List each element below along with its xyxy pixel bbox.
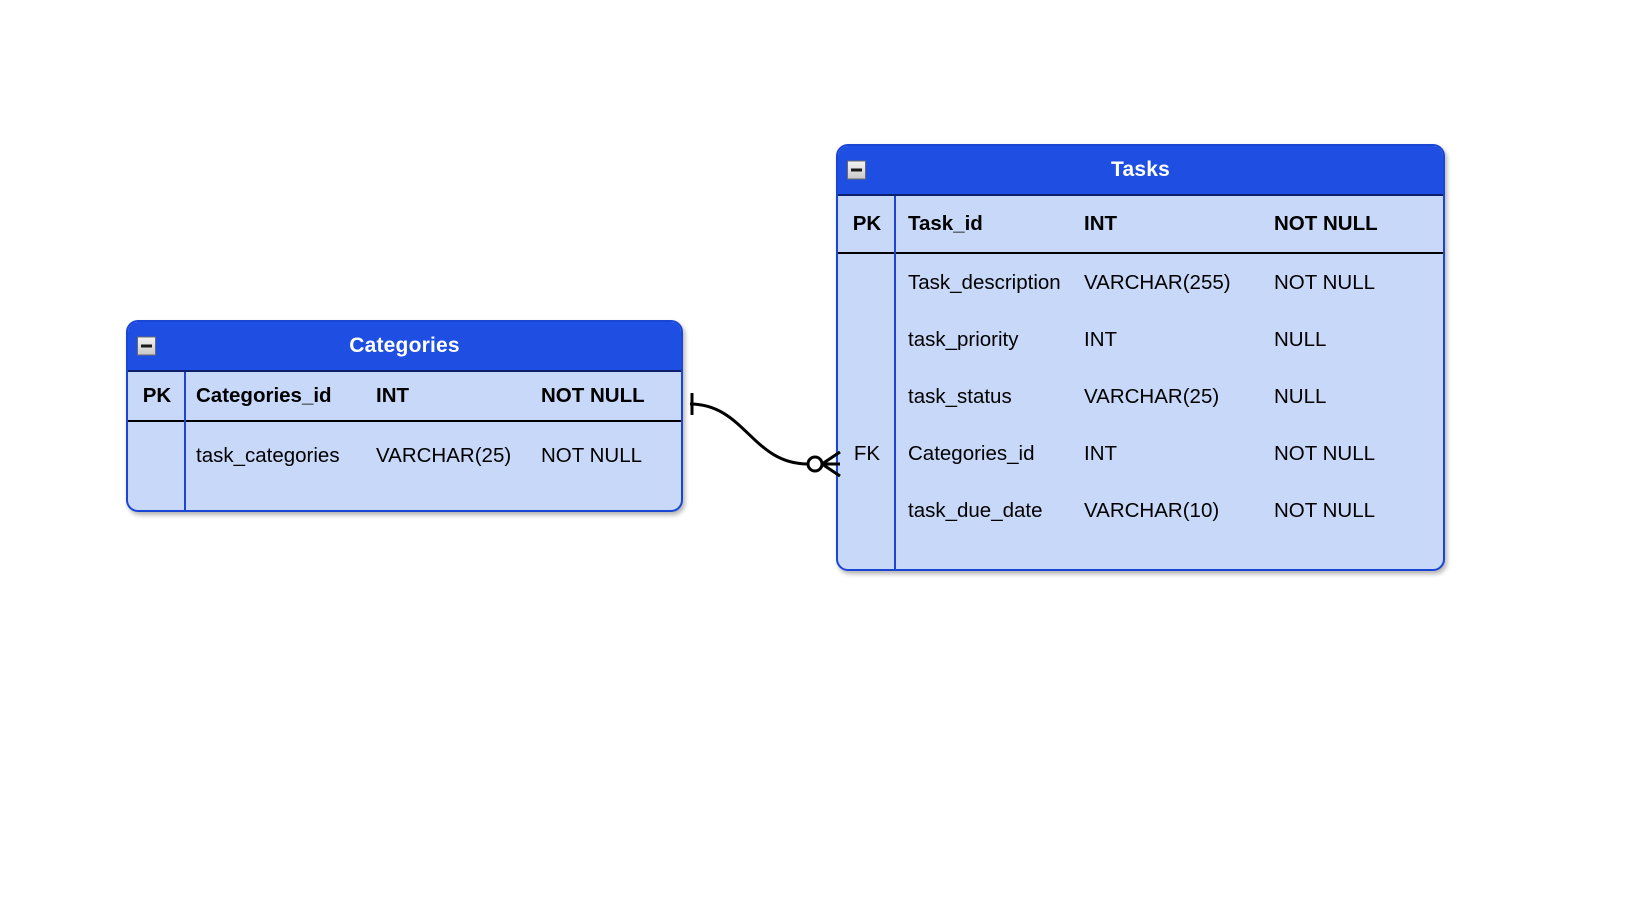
field-type: INT bbox=[376, 384, 410, 407]
minus-box-icon[interactable] bbox=[847, 160, 866, 180]
field-nullability: NULL bbox=[1274, 327, 1327, 351]
table-row[interactable]: task_due_date VARCHAR(10) NOT NULL bbox=[838, 482, 1443, 539]
table-row[interactable]: task_status VARCHAR(25) NULL bbox=[838, 368, 1443, 425]
field-type: VARCHAR(25) bbox=[1084, 384, 1220, 408]
table-row[interactable]: FK Categories_id INT NOT NULL bbox=[838, 425, 1443, 482]
field-name: task_categories bbox=[196, 444, 340, 467]
field-nullability: NOT NULL bbox=[541, 444, 643, 467]
field-nullability: NOT NULL bbox=[1274, 212, 1378, 235]
field-type: VARCHAR(25) bbox=[376, 444, 512, 467]
field-key: PK bbox=[142, 384, 172, 407]
field-name: Task_description bbox=[908, 270, 1061, 294]
table-row[interactable]: PK Task_id INT NOT NULL bbox=[838, 196, 1443, 254]
entity-tasks-body: PK Task_id INT NOT NULL Task_description… bbox=[838, 196, 1443, 569]
field-type: INT bbox=[1084, 441, 1118, 465]
field-nullability: NOT NULL bbox=[1274, 441, 1376, 465]
cardinality-zero-circle bbox=[806, 455, 824, 473]
entity-tasks-title: Tasks bbox=[1111, 158, 1170, 181]
field-name: task_status bbox=[908, 384, 1012, 408]
field-name: Categories_id bbox=[908, 441, 1035, 465]
field-type: VARCHAR(255) bbox=[1084, 270, 1231, 294]
table-row[interactable]: task_categories VARCHAR(25) NOT NULL bbox=[128, 422, 681, 490]
entity-categories-title: Categories bbox=[349, 334, 460, 357]
table-row[interactable]: Task_description VARCHAR(255) NOT NULL bbox=[838, 254, 1443, 311]
key-column-divider bbox=[184, 372, 186, 510]
field-name: Task_id bbox=[908, 212, 983, 235]
field-type: INT bbox=[1084, 327, 1118, 351]
field-name: Categories_id bbox=[196, 384, 332, 407]
entity-categories-header[interactable]: Categories bbox=[128, 322, 681, 372]
field-type: INT bbox=[1084, 212, 1118, 235]
field-nullability: NOT NULL bbox=[1274, 498, 1376, 522]
table-row[interactable]: PK Categories_id INT NOT NULL bbox=[128, 372, 681, 422]
field-key: PK bbox=[852, 212, 882, 235]
entity-tasks-header[interactable]: Tasks bbox=[838, 146, 1443, 196]
field-nullability: NOT NULL bbox=[1274, 270, 1376, 294]
entity-categories-body: PK Categories_id INT NOT NULL task_categ… bbox=[128, 372, 681, 510]
table-row[interactable]: task_priority INT NULL bbox=[838, 311, 1443, 368]
key-column-divider bbox=[894, 196, 896, 569]
minus-box-icon[interactable] bbox=[137, 336, 156, 356]
field-type: VARCHAR(10) bbox=[1084, 498, 1220, 522]
entity-tasks[interactable]: Tasks PK Task_id INT NOT NULL Task_descr… bbox=[836, 144, 1445, 571]
field-key: FK bbox=[853, 441, 881, 465]
field-nullability: NULL bbox=[1274, 384, 1327, 408]
field-name: task_priority bbox=[908, 327, 1019, 351]
entity-categories[interactable]: Categories PK Categories_id INT NOT NULL… bbox=[126, 320, 683, 512]
field-nullability: NOT NULL bbox=[541, 384, 645, 407]
field-name: task_due_date bbox=[908, 498, 1043, 522]
relationship-line bbox=[689, 402, 809, 466]
